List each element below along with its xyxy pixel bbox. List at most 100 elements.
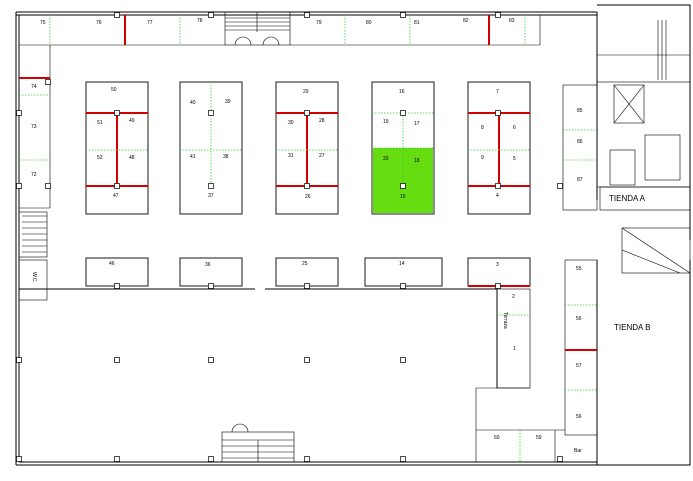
block-26-31: [275, 81, 339, 215]
column-marker: [400, 456, 406, 462]
block-36-41: [179, 81, 243, 215]
stall-label-6[interactable]: 6: [513, 125, 516, 131]
stall-label-50[interactable]: 50: [111, 87, 117, 93]
column-marker: [304, 183, 310, 189]
stall-label-86[interactable]: 86: [577, 139, 583, 145]
stall-label-37[interactable]: 37: [208, 193, 214, 199]
column-marker: [208, 357, 214, 363]
stall-label-57[interactable]: 57: [576, 363, 582, 369]
stall-label-75[interactable]: 75: [40, 20, 46, 26]
stall-labels: 75 76 77 78 79 80 81 82 83 74 73 72 50 5…: [31, 18, 583, 441]
stall-label-47[interactable]: 47: [113, 193, 119, 199]
terraza-stalls: [475, 288, 531, 462]
column-marker: [304, 110, 310, 116]
stall-label-9[interactable]: 9: [481, 155, 484, 161]
right-stall-column: [476, 259, 598, 462]
stall-label-30[interactable]: 30: [288, 120, 294, 126]
stall-label-41[interactable]: 41: [190, 154, 196, 160]
stall-label-77[interactable]: 77: [147, 20, 153, 26]
stall-label-79[interactable]: 79: [316, 20, 322, 26]
stall-label-55[interactable]: 55: [576, 266, 582, 272]
column-marker: [208, 283, 214, 289]
structural-columns: [16, 12, 563, 462]
stall-label-87[interactable]: 87: [577, 177, 583, 183]
stall-label-25[interactable]: 25: [302, 261, 308, 267]
stall-label-39[interactable]: 39: [225, 99, 231, 105]
stall-label-29[interactable]: 29: [303, 89, 309, 95]
column-marker: [114, 110, 120, 116]
stall-label-5[interactable]: 5: [513, 156, 516, 162]
stall-label-16[interactable]: 16: [399, 89, 405, 95]
outer-walls: [15, 4, 691, 466]
bar-label: Bar: [574, 448, 582, 454]
stall-label-17[interactable]: 17: [414, 121, 420, 127]
stall-label-81[interactable]: 81: [414, 20, 420, 26]
stall-label-58[interactable]: 56: [576, 414, 582, 420]
stall-label-72[interactable]: 72: [31, 172, 37, 178]
stall-label-59[interactable]: 59: [536, 435, 542, 441]
column-marker: [400, 183, 406, 189]
column-marker: [114, 456, 120, 462]
block-47-52: [85, 81, 149, 215]
stall-label-1[interactable]: 1: [513, 346, 516, 352]
stall-label-48[interactable]: 48: [129, 155, 135, 161]
column-marker: [114, 12, 120, 18]
stall-label-73[interactable]: 73: [31, 124, 37, 130]
stall-label-18[interactable]: 18: [414, 158, 420, 164]
stall-label-8[interactable]: 8: [481, 125, 484, 131]
stall-label-56[interactable]: 56: [576, 316, 582, 322]
column-marker: [208, 456, 214, 462]
stall-label-78[interactable]: 78: [197, 18, 203, 24]
stall-label-83[interactable]: 83: [509, 18, 515, 24]
column-marker: [400, 12, 406, 18]
stall-label-4[interactable]: 4: [496, 193, 499, 199]
stall-label-19[interactable]: 19: [383, 119, 389, 125]
stall-label-15[interactable]: 15: [400, 194, 406, 200]
column-marker: [557, 456, 563, 462]
stall-label-38[interactable]: 38: [223, 154, 229, 160]
block-15-20: [371, 81, 435, 215]
column-marker: [495, 283, 501, 289]
stall-label-2[interactable]: 2: [512, 294, 515, 300]
column-marker: [114, 357, 120, 363]
stall-label-82[interactable]: 82: [463, 18, 469, 24]
top-stall-row: [19, 15, 541, 46]
column-marker: [16, 110, 22, 116]
stall-label-85[interactable]: 85: [577, 108, 583, 114]
block-4-9: [467, 81, 531, 215]
stall-label-60[interactable]: 60: [494, 435, 500, 441]
stall-label-52[interactable]: 52: [97, 155, 103, 161]
stall-label-14[interactable]: 14: [399, 261, 405, 267]
left-stall-column: [18, 45, 51, 301]
stall-label-74[interactable]: 74: [31, 84, 37, 90]
stall-label-20[interactable]: 20: [383, 156, 389, 162]
stall-label-46[interactable]: 46: [109, 261, 115, 267]
stall-label-7[interactable]: 7: [496, 89, 499, 95]
column-marker: [304, 456, 310, 462]
column-marker: [495, 12, 501, 18]
stall-label-80[interactable]: 80: [366, 20, 372, 26]
column-marker: [45, 183, 51, 189]
column-marker: [16, 183, 22, 189]
column-marker: [400, 357, 406, 363]
column-marker: [557, 183, 563, 189]
tienda-a-label[interactable]: TIENDA A: [609, 194, 646, 203]
column-marker: [495, 183, 501, 189]
stall-label-36[interactable]: 36: [205, 262, 211, 268]
stall-label-28[interactable]: 28: [319, 118, 325, 124]
stall-label-31[interactable]: 31: [288, 153, 294, 159]
stall-label-27[interactable]: 27: [319, 153, 325, 159]
stall-label-3[interactable]: 3: [496, 262, 499, 268]
column-marker: [208, 12, 214, 18]
stall-label-51[interactable]: 51: [97, 120, 103, 126]
column-marker: [45, 79, 51, 85]
service-zone: [562, 20, 691, 274]
stall-label-76[interactable]: 76: [96, 20, 102, 26]
stall-label-40[interactable]: 40: [190, 100, 196, 106]
tienda-b-label[interactable]: TIENDA B: [614, 323, 650, 332]
stall-label-26[interactable]: 26: [305, 194, 311, 200]
side-staircase: [18, 211, 48, 258]
stall-label-49[interactable]: 49: [129, 118, 135, 124]
column-marker: [304, 12, 310, 18]
